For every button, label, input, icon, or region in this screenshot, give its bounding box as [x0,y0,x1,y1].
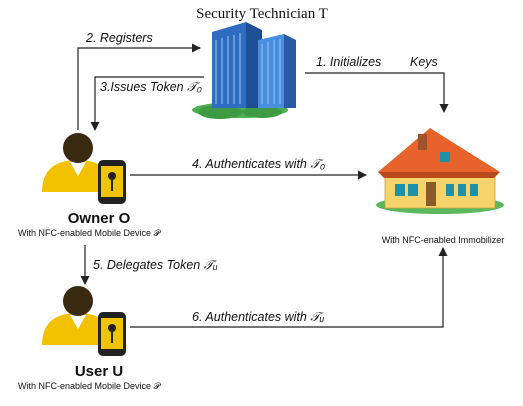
owner-name: Owner O [68,210,131,227]
owner-device-label: With NFC-enabled Mobile Device 𝒫 [18,228,162,238]
owner-avatar [42,133,112,192]
user-name: User U [75,363,123,380]
step6-label: 6. Authenticates with 𝒯ᵤ [192,310,325,324]
user-device-label: With NFC-enabled Mobile Device 𝒫 [18,381,162,391]
house-icon [376,128,504,214]
step1-label: 1. Initializes [316,55,381,69]
step4-label: 4. Authenticates with 𝒯₀ [192,157,325,171]
step5-label: 5. Delegates Token 𝒯ᵤ [93,258,218,272]
arrow-registers [77,43,201,130]
immobilizer-label: With NFC-enabled Immobilizer [382,235,505,245]
arrow-authenticates-user [130,247,448,328]
diagram-title: Security Technician T [196,6,328,22]
step1-keys-label: Keys [410,55,438,69]
nfc-phone-icon [98,312,126,356]
office-building-icon [192,22,296,119]
step3-label: 3.Issues Token 𝒯₀ [100,80,202,94]
arrow-issues-token [90,76,204,131]
arrow-initializes-keys [305,72,449,113]
step2-label: 2. Registers [85,31,153,45]
nfc-phone-icon [98,160,126,204]
user-avatar [42,286,112,345]
